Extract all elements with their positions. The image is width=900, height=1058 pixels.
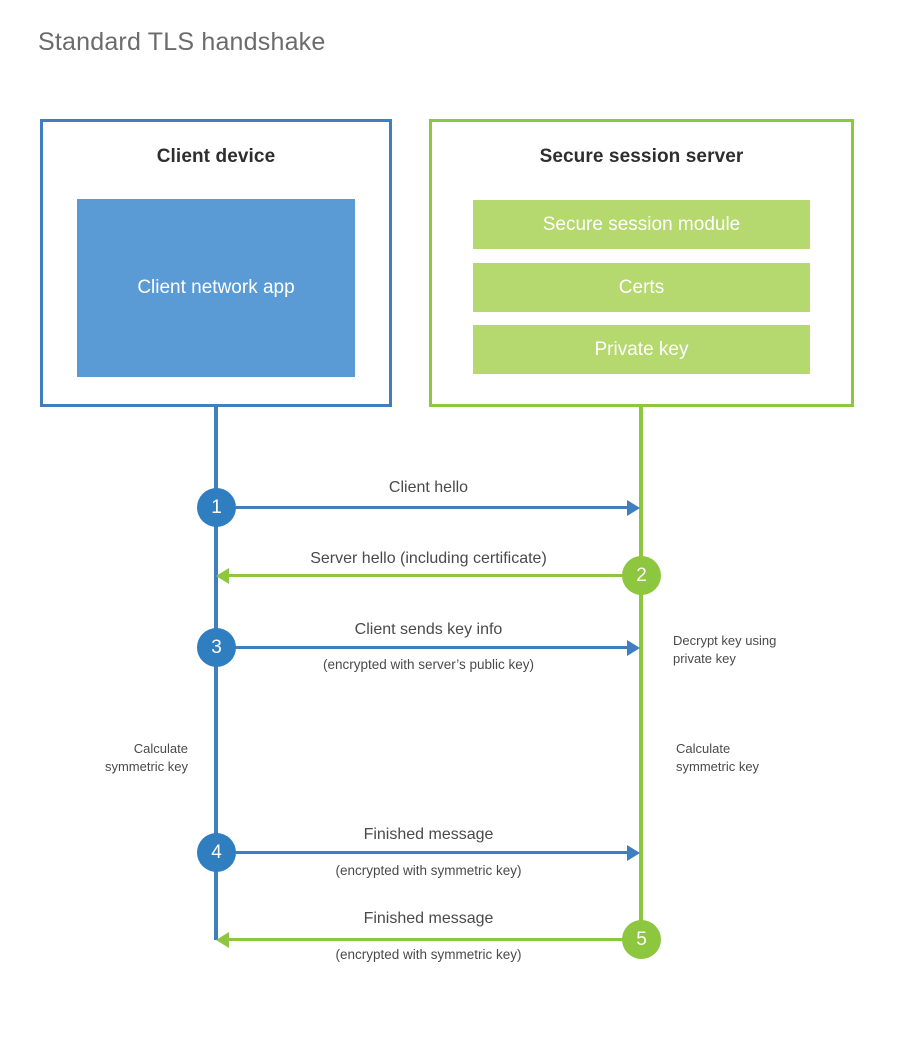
server-module-private-key: Private key bbox=[473, 325, 810, 374]
step-4-label: Finished message bbox=[363, 826, 494, 843]
client-device-title: Client device bbox=[156, 146, 276, 167]
secure-session-server-title: Secure session server bbox=[539, 146, 744, 167]
step-1-arrow-head-icon bbox=[627, 500, 640, 516]
server-lifeline bbox=[639, 406, 643, 940]
client-lifeline bbox=[214, 406, 218, 940]
step-3-sublabel: (encrypted with server’s public key) bbox=[322, 657, 535, 672]
server-module-secure-session-module: Secure session module bbox=[473, 200, 810, 249]
step-3-arrow-line bbox=[216, 646, 627, 649]
step-2-arrow-line bbox=[229, 574, 641, 577]
step-4-arrow-line bbox=[216, 851, 627, 854]
step-5-arrow-head-icon bbox=[216, 932, 229, 948]
step-1-circle: 1 bbox=[197, 488, 236, 527]
step-2-circle: 2 bbox=[622, 556, 661, 595]
step-4-sublabel: (encrypted with symmetric key) bbox=[335, 863, 522, 878]
step-2-arrow-head-icon bbox=[216, 568, 229, 584]
step-4-circle: 4 bbox=[197, 833, 236, 872]
step-1-label: Client hello bbox=[388, 479, 469, 496]
step-3-label: Client sends key info bbox=[354, 621, 503, 638]
step-5-arrow-line bbox=[229, 938, 641, 941]
step-3-arrow-head-icon bbox=[627, 640, 640, 656]
step-5-label: Finished message bbox=[363, 910, 494, 927]
client-network-app-block: Client network app bbox=[77, 199, 355, 377]
step-5-circle: 5 bbox=[622, 920, 661, 959]
step-4-arrow-head-icon bbox=[627, 845, 640, 861]
secure-session-server-box: Secure session server Secure session mod… bbox=[429, 119, 854, 407]
annotation-server-decrypt-key: Decrypt key using private key bbox=[673, 633, 777, 666]
page-title: Standard TLS handshake bbox=[38, 28, 326, 56]
step-2-label: Server hello (including certificate) bbox=[310, 550, 547, 567]
server-module-certs: Certs bbox=[473, 263, 810, 312]
step-5-sublabel: (encrypted with symmetric key) bbox=[335, 947, 522, 962]
client-device-box: Client device Client network app bbox=[40, 119, 392, 407]
step-3-circle: 3 bbox=[197, 628, 236, 667]
step-1-arrow-line bbox=[216, 506, 627, 509]
annotation-client-calculate-symmetric-key: Calculate symmetric key bbox=[104, 741, 188, 774]
annotation-server-calculate-symmetric-key: Calculate symmetric key bbox=[676, 741, 760, 774]
